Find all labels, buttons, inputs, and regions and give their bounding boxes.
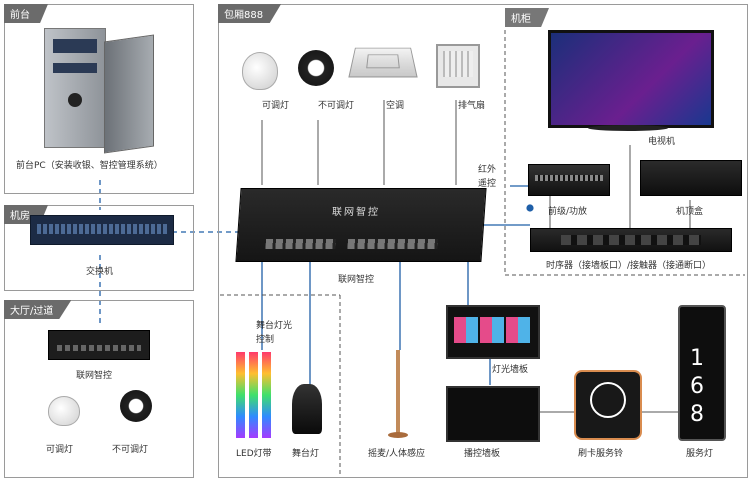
mic-base <box>388 432 408 438</box>
service-light-icon: 168 <box>678 305 726 441</box>
hall-frame <box>4 300 194 478</box>
infrared-label-line2: 遥控 <box>478 179 497 189</box>
stage-light-label: 舞台灯 <box>292 449 320 459</box>
hall-nondim-light-icon <box>120 390 152 422</box>
front-desk-frame <box>4 4 194 194</box>
stage-light-ctrl-label-line2: 控制 <box>256 335 275 345</box>
server-room-frame <box>4 205 194 291</box>
mic-sensor-icon <box>396 350 400 436</box>
dim-light-icon <box>242 52 278 90</box>
front-pc-door <box>104 34 154 154</box>
hall-tab: 大厅/过道 <box>4 300 72 319</box>
hall-controller-icon <box>48 330 150 360</box>
play-panel-icon <box>446 386 540 442</box>
aircon-icon <box>348 47 418 78</box>
main-controller-icon: 联网智控 <box>235 188 487 262</box>
main-controller-label: 联网智控 <box>338 275 375 285</box>
exhaust-fan-label: 排气扇 <box>458 101 486 111</box>
controller-face-label: 联网智控 <box>331 207 381 218</box>
card-bell-label: 刷卡服务铃 <box>578 449 624 459</box>
settop-label: 机顶盒 <box>676 207 704 217</box>
hall-dim-light-label: 可调灯 <box>46 445 74 455</box>
hall-dim-light-icon <box>48 396 80 426</box>
service-light-label: 服务灯 <box>686 449 714 459</box>
front-pc-label: 前台PC（安装收银、智控管理系统） <box>16 161 163 171</box>
card-bell-icon <box>574 370 642 440</box>
tv-icon <box>548 30 714 128</box>
led-strip-label: LED灯带 <box>236 449 272 459</box>
front-desk-tab: 前台 <box>4 4 48 23</box>
cabinet-tab: 机柜 <box>505 8 549 27</box>
room-tab: 包厢888 <box>218 4 282 23</box>
light-panel-icon <box>446 305 540 359</box>
service-light-digits: 168 <box>690 346 704 427</box>
mic-sensor-label: 摇麦/人体感应 <box>368 449 426 459</box>
tv-label: 电视机 <box>648 137 676 147</box>
hall-nondim-light-label: 不可调灯 <box>112 445 149 455</box>
aircon-label: 空调 <box>386 101 405 111</box>
amplifier-label: 前级/功放 <box>548 207 588 217</box>
dim-light-label: 可调灯 <box>262 101 290 111</box>
switch-icon <box>30 215 174 245</box>
play-panel-label: 播控墙板 <box>464 449 501 459</box>
settop-icon <box>640 160 742 196</box>
switch-label: 交换机 <box>86 267 114 277</box>
stage-light-icon <box>292 384 322 434</box>
nondim-light-icon <box>298 50 334 86</box>
light-panel-label: 灯光墙板 <box>492 365 529 375</box>
led-strip-icon <box>236 352 272 438</box>
hall-controller-label: 联网智控 <box>76 371 113 381</box>
room-frame <box>218 4 748 478</box>
stage-light-ctrl-label-line1: 舞台灯光 <box>256 321 293 331</box>
nondim-light-label: 不可调灯 <box>318 101 355 111</box>
sequencer-icon <box>530 228 732 252</box>
front-pc-icon <box>44 28 106 148</box>
tv-stand <box>588 125 668 131</box>
infrared-label-line1: 红外 <box>478 165 497 175</box>
sequencer-label: 时序器（接墙板口）/接触器（接通断口） <box>546 261 712 271</box>
amplifier-icon <box>528 164 610 196</box>
exhaust-fan-icon <box>436 44 480 88</box>
